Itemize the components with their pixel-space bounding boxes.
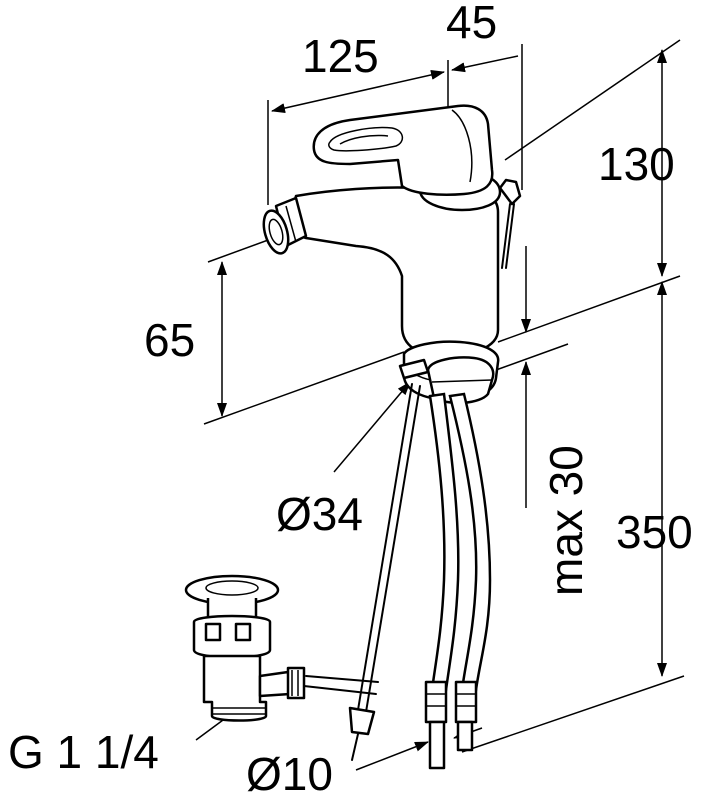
dim-hose-diameter: Ø10 xyxy=(246,748,333,800)
dim-deck-thickness: max 30 xyxy=(540,445,592,596)
dim-spout-height: 65 xyxy=(144,314,195,366)
flexible-hose-icon xyxy=(424,392,492,770)
dim-height-top: 130 xyxy=(598,138,675,190)
dim-spout-reach: 125 xyxy=(302,30,379,82)
bidet-mixer-tap-icon xyxy=(262,104,522,405)
dimension-lines xyxy=(195,39,685,771)
dim-lever-offset: 45 xyxy=(446,0,497,48)
pop-up-rod xyxy=(303,383,421,761)
pop-up-waste-icon xyxy=(184,574,306,722)
dim-hole-diameter: Ø34 xyxy=(276,488,363,540)
dim-hose-length: 350 xyxy=(616,506,693,558)
dim-waste-thread: G 1 1/4 xyxy=(8,726,159,778)
dimension-labels: 125 45 130 65 Ø34 max 30 350 G 1 1/4 Ø10 xyxy=(8,0,693,800)
